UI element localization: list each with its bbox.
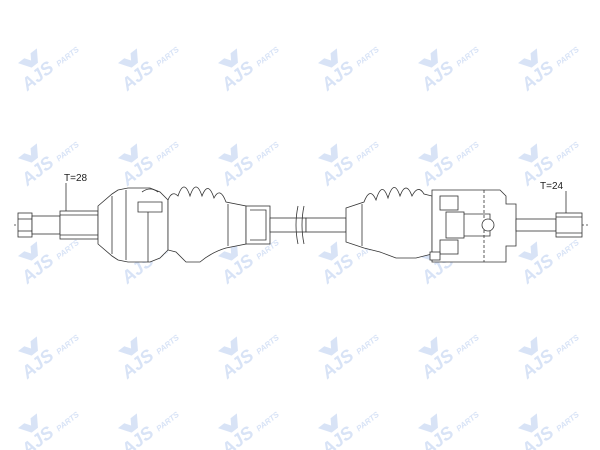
watermark-suffix: PARTS	[355, 45, 382, 69]
left-thread-dimension: T=28	[64, 173, 88, 211]
watermark-suffix: PARTS	[355, 140, 382, 164]
watermark-suffix: PARTS	[455, 45, 482, 69]
right-spline-end	[515, 212, 583, 238]
watermark-suffix: PARTS	[55, 410, 82, 434]
watermark-suffix: PARTS	[555, 410, 582, 434]
watermark-suffix: PARTS	[555, 140, 582, 164]
watermark-mark-icon	[117, 413, 138, 433]
watermark-mark-icon	[217, 143, 238, 163]
watermark-suffix: PARTS	[55, 140, 82, 164]
watermark-suffix: PARTS	[255, 410, 282, 434]
outer-boot	[167, 186, 247, 263]
watermark-mark-icon	[517, 336, 538, 356]
watermark-mark-icon	[517, 48, 538, 68]
watermark-mark-icon	[17, 143, 38, 163]
watermark-mark-icon	[317, 48, 338, 68]
intermediate-shaft	[245, 205, 347, 245]
right-thread-label: T=24	[540, 181, 564, 192]
watermark-suffix: PARTS	[255, 140, 282, 164]
watermark-mark-icon	[217, 336, 238, 356]
watermark-suffix: PARTS	[555, 45, 582, 69]
watermark-mark-icon	[317, 413, 338, 433]
watermark-suffix: PARTS	[355, 333, 382, 357]
watermark-mark-icon	[317, 241, 338, 261]
outer-cv-joint	[97, 187, 169, 263]
watermark-mark-icon	[17, 48, 38, 68]
watermark-mark-icon	[517, 143, 538, 163]
watermark-suffix: PARTS	[555, 238, 582, 262]
left-spline-end	[17, 210, 99, 240]
watermark-suffix: PARTS	[455, 333, 482, 357]
watermark-mark-icon	[417, 143, 438, 163]
drive-shaft: T=28 T=24	[14, 173, 590, 263]
watermark-mark-icon	[317, 336, 338, 356]
watermark-suffix: PARTS	[55, 45, 82, 69]
watermark-mark-icon	[317, 143, 338, 163]
watermark-mark-icon	[517, 241, 538, 261]
left-thread-label: T=28	[64, 173, 88, 184]
watermark-mark-icon	[217, 48, 238, 68]
watermark-mark-icon	[117, 143, 138, 163]
watermark-suffix: PARTS	[155, 410, 182, 434]
watermark-suffix: PARTS	[55, 333, 82, 357]
watermark-mark-icon	[17, 241, 38, 261]
watermark-suffix: PARTS	[155, 45, 182, 69]
watermark-mark-icon	[417, 48, 438, 68]
inner-cv-joint	[429, 189, 517, 263]
watermark-mark-icon	[517, 413, 538, 433]
watermark-mark-icon	[17, 413, 38, 433]
watermark-mark-icon	[417, 336, 438, 356]
watermark-suffix: PARTS	[255, 333, 282, 357]
inner-boot	[345, 187, 433, 259]
watermark-mark-icon	[417, 413, 438, 433]
right-thread-dimension: T=24	[540, 181, 567, 213]
watermark-suffix: PARTS	[455, 410, 482, 434]
watermark-suffix: PARTS	[255, 45, 282, 69]
watermark-mark-icon	[217, 413, 238, 433]
watermark-suffix: PARTS	[55, 238, 82, 262]
watermark-mark-icon	[17, 336, 38, 356]
watermark-suffix: PARTS	[355, 410, 382, 434]
watermark-suffix: PARTS	[155, 333, 182, 357]
watermark-mark-icon	[117, 48, 138, 68]
watermark-mark-icon	[117, 336, 138, 356]
watermark-suffix: PARTS	[455, 140, 482, 164]
watermark-suffix: PARTS	[555, 333, 582, 357]
watermark-suffix: PARTS	[155, 140, 182, 164]
